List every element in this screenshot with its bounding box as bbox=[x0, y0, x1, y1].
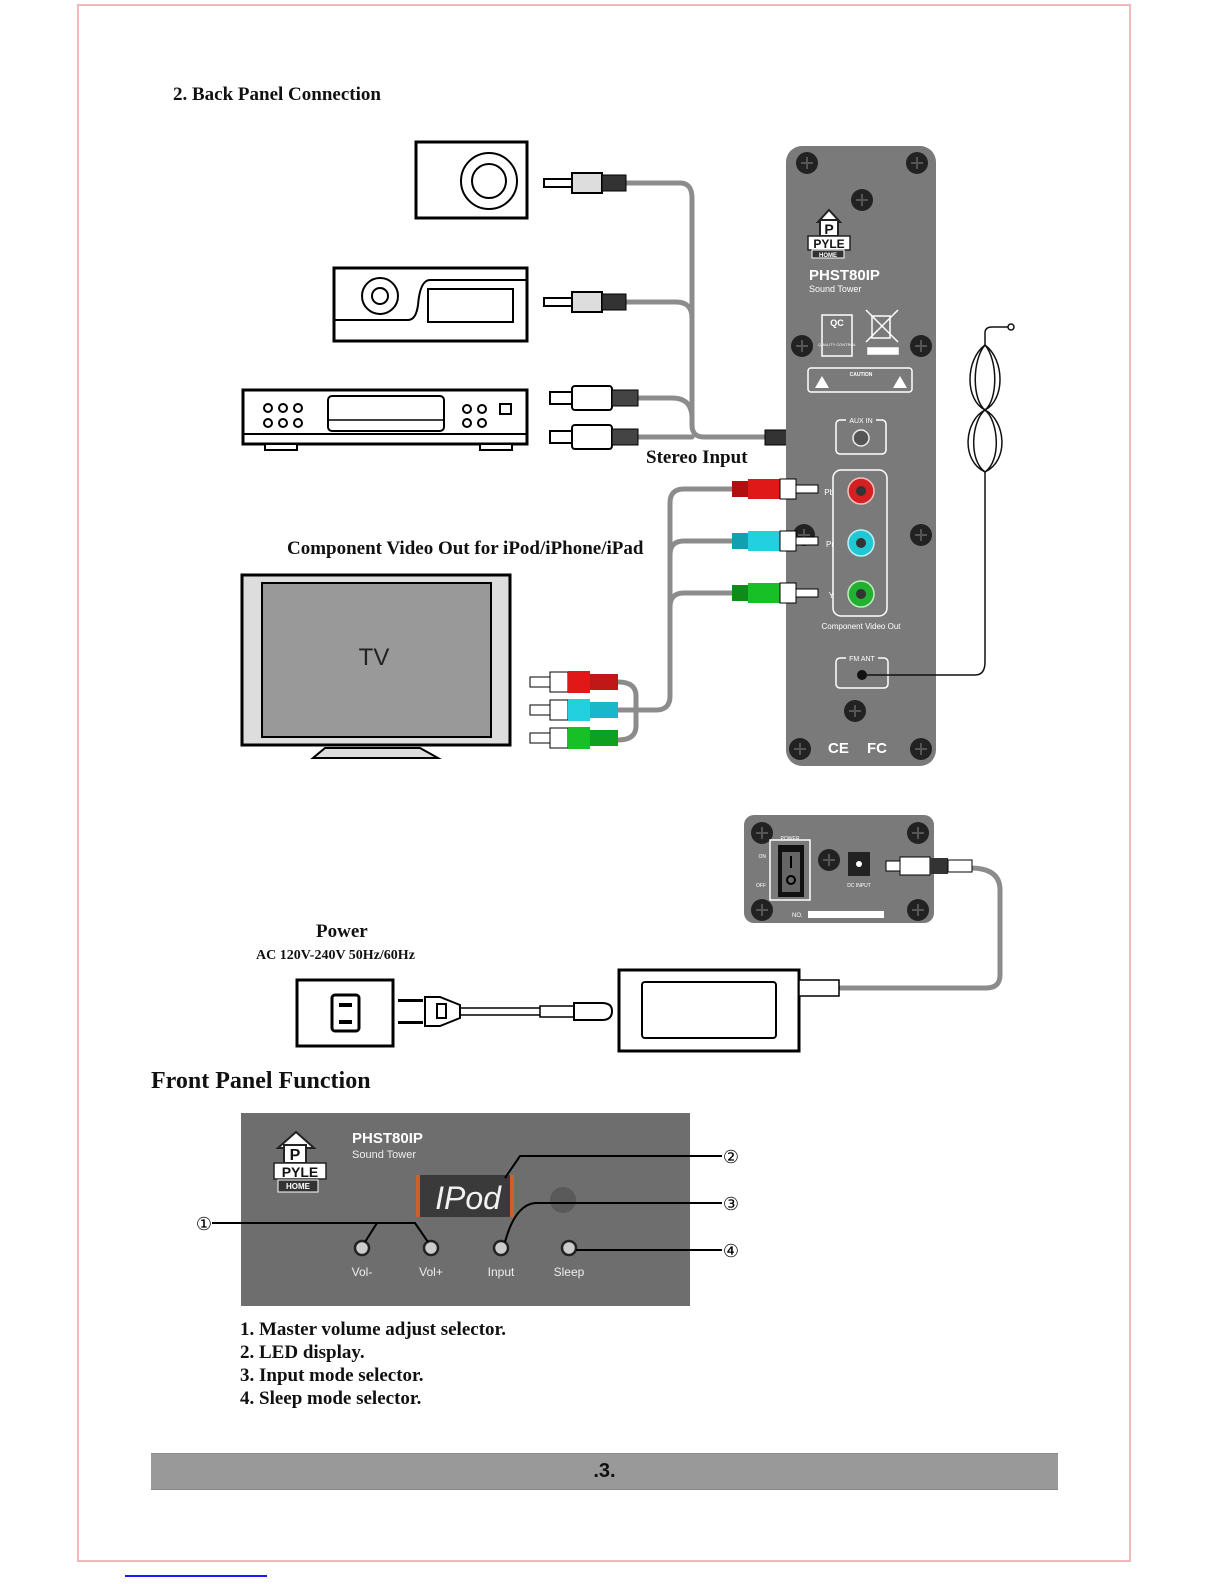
aux-in-jack bbox=[852, 429, 870, 447]
component-plugs-tv bbox=[529, 671, 618, 749]
power-adapter bbox=[617, 968, 840, 1053]
svg-text:Component Video Out: Component Video Out bbox=[821, 622, 901, 631]
ac-plug-cord bbox=[398, 996, 614, 1027]
rca-plugs-dvd bbox=[549, 385, 639, 450]
svg-text:P: P bbox=[824, 221, 833, 237]
fm-antenna bbox=[867, 323, 1015, 676]
component-cables bbox=[615, 486, 735, 743]
pyle-logo: P PYLE HOME bbox=[807, 208, 851, 259]
legend-item: 1. Master volume adjust selector. bbox=[240, 1319, 506, 1340]
component-plugs-unit bbox=[732, 478, 819, 604]
page-number: .3. bbox=[593, 1460, 616, 1482]
svg-text:Pb: Pb bbox=[824, 488, 834, 497]
aux-plug-cd bbox=[543, 172, 627, 194]
front-panel-heading: Front Panel Function bbox=[151, 1068, 371, 1094]
legend-item: 3. Input mode selector. bbox=[240, 1365, 424, 1386]
media-player-device bbox=[332, 266, 529, 343]
page-border bbox=[77, 4, 1131, 1562]
dvd-player-device bbox=[241, 388, 529, 451]
front-panel-legend: 1. Master volume adjust selector. 2. LED… bbox=[240, 1318, 506, 1410]
sound-tower-back-panel: P PYLE HOME PHST80IP Sound Tower QC QUAL… bbox=[786, 146, 936, 766]
back-panel-heading: 2. Back Panel Connection bbox=[173, 84, 381, 105]
back-model-label: PHST80IP bbox=[809, 267, 880, 284]
svg-text:ON: ON bbox=[759, 854, 767, 860]
stereo-input-label: Stereo Input bbox=[646, 447, 748, 468]
power-cables bbox=[835, 865, 1003, 991]
power-input-panel: POWER ON OFF DC INPUT NO. bbox=[744, 815, 973, 923]
tv-device: TV bbox=[240, 573, 512, 759]
cd-player-device bbox=[414, 140, 529, 220]
legend-item: 4. Sleep mode selector. bbox=[240, 1388, 422, 1409]
component-video-label: Component Video Out for iPod/iPhone/iPad bbox=[287, 538, 644, 559]
fm-ant-jack bbox=[857, 670, 867, 680]
svg-text:DC INPUT: DC INPUT bbox=[847, 883, 871, 889]
svg-text:CAUTION: CAUTION bbox=[850, 372, 873, 378]
svg-text:FM ANT: FM ANT bbox=[849, 656, 875, 663]
svg-text:OFF: OFF bbox=[756, 883, 766, 889]
svg-text:CE: CE bbox=[828, 740, 849, 757]
stereo-cables bbox=[623, 180, 768, 440]
svg-text:HOME: HOME bbox=[819, 253, 837, 259]
power-spec-label: AC 120V-240V 50Hz/60Hz bbox=[256, 948, 415, 963]
svg-text:QUALITY CONTROL: QUALITY CONTROL bbox=[818, 342, 856, 347]
svg-text:FC: FC bbox=[867, 740, 887, 757]
svg-text:PYLE: PYLE bbox=[813, 237, 844, 251]
aux-plug-media bbox=[543, 291, 627, 313]
svg-text:POWER: POWER bbox=[781, 836, 800, 842]
page-footer-bar: .3. bbox=[151, 1453, 1058, 1490]
power-label: Power bbox=[316, 921, 368, 942]
link-underline bbox=[125, 1575, 267, 1577]
svg-text:Pr: Pr bbox=[826, 540, 834, 549]
tv-label: TV bbox=[359, 644, 390, 671]
svg-text:QC: QC bbox=[830, 318, 844, 328]
back-subtitle-label: Sound Tower bbox=[809, 284, 861, 294]
svg-text:AUX IN: AUX IN bbox=[849, 418, 872, 425]
wall-outlet bbox=[295, 978, 395, 1048]
weee-bin-icon bbox=[865, 309, 899, 355]
legend-item: 2. LED display. bbox=[240, 1342, 365, 1363]
svg-text:NO.: NO. bbox=[792, 913, 803, 919]
svg-text:Y: Y bbox=[829, 591, 835, 600]
